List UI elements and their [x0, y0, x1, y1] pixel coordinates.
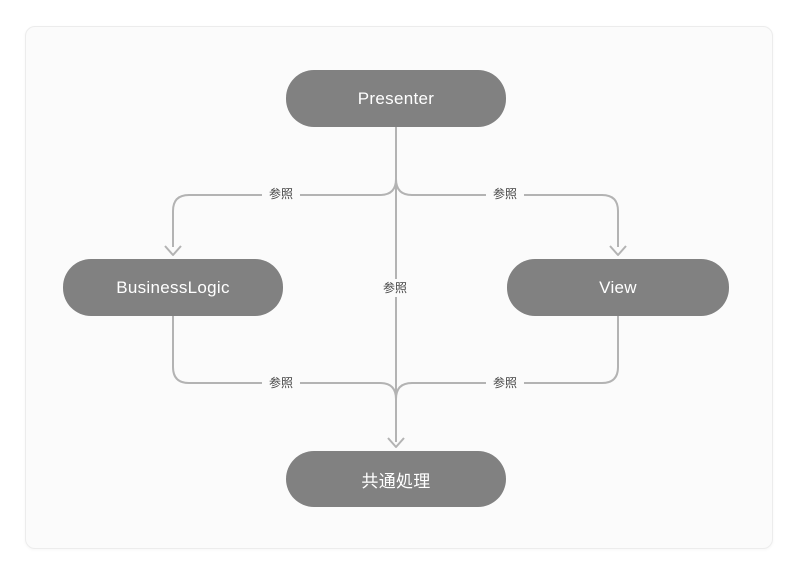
- node-businesslogic: BusinessLogic: [63, 259, 283, 316]
- node-common-processing-label: 共通処理: [361, 471, 431, 491]
- node-common-processing: 共通処理: [286, 451, 506, 507]
- edge-label-presenter-businesslogic: 参照: [261, 185, 301, 203]
- node-businesslogic-label: BusinessLogic: [116, 277, 230, 297]
- node-presenter-label: Presenter: [357, 88, 435, 108]
- node-presenter: Presenter: [286, 70, 506, 127]
- edge-label-view-common: 参照: [485, 374, 525, 392]
- node-view: View: [507, 259, 729, 316]
- node-view-label: View: [599, 277, 637, 297]
- edge-label-businesslogic-common: 参照: [261, 374, 301, 392]
- edge-label-presenter-common: 参照: [375, 279, 415, 297]
- edge-label-presenter-view: 参照: [485, 185, 525, 203]
